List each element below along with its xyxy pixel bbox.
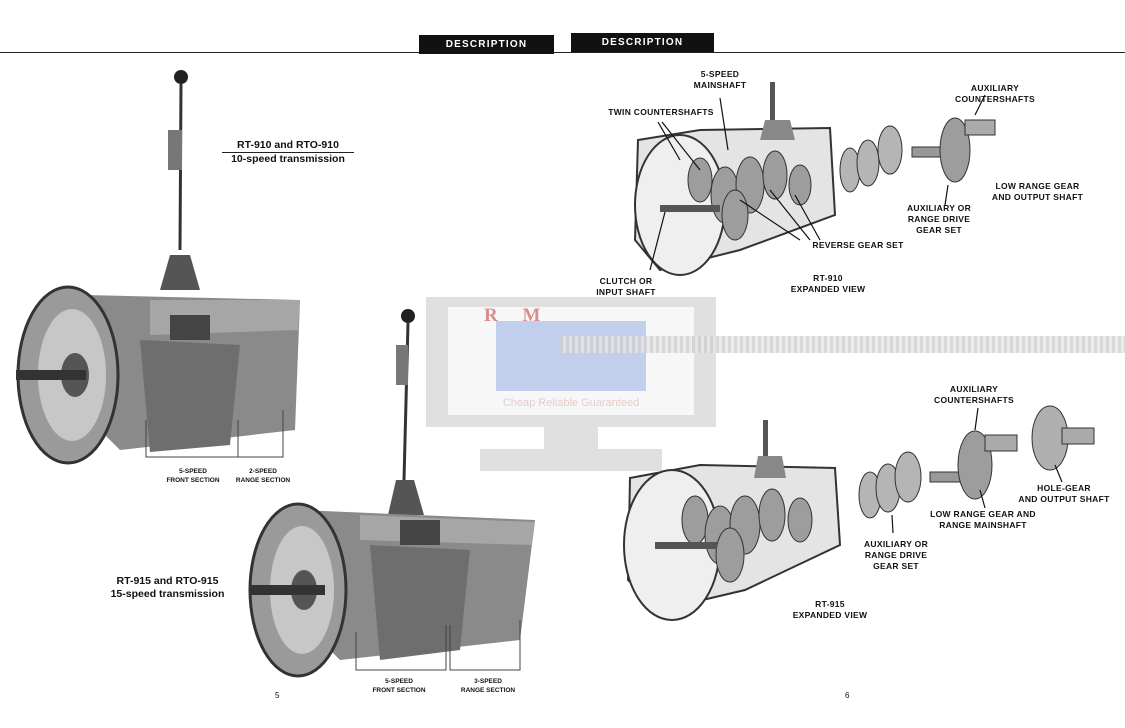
description-tab-right: DESCRIPTION — [571, 33, 714, 52]
page-number-left: 5 — [275, 691, 280, 700]
rt-910-model: RT-910 and RTO-910 — [222, 139, 354, 153]
rt-915-desc: 15-speed transmission — [110, 588, 225, 600]
rt-910-transmission-illustration — [16, 70, 300, 465]
description-tab-left: DESCRIPTION — [419, 35, 554, 54]
rt-915-exploded-illustration — [623, 405, 1095, 621]
rt-915-model: RT-915 and RTO-915 — [116, 575, 219, 587]
rt-915-transmission-illustration — [248, 309, 535, 678]
top-section-brackets — [145, 410, 284, 458]
header-rule — [0, 52, 1125, 53]
watermark: R M Cheap Reliable Guaranteed — [426, 297, 716, 473]
watermark-tagline: Cheap Reliable Guaranteed — [502, 397, 640, 409]
rt-915-caption: RT-915 and RTO-915 15-speed transmission — [100, 575, 235, 601]
rt-910-caption: RT-910 and RTO-910 10-speed transmission — [222, 139, 354, 166]
twin-countershafts-label: TWIN COUNTERSHAFTS — [608, 107, 714, 117]
page-number-right: 6 — [845, 691, 850, 700]
auxiliary-countershafts-label-top: AUXILIARY COUNTERSHAFTS — [955, 83, 1035, 104]
watermark-brand: R M — [484, 305, 551, 326]
watermark-stand — [480, 449, 662, 471]
watermark-stripe — [560, 336, 1125, 353]
rt-910-desc: 10-speed transmission — [231, 153, 345, 165]
rt-910-exploded-illustration — [633, 82, 996, 276]
watermark-logo-icon — [496, 321, 646, 391]
watermark-neck — [544, 427, 598, 449]
reverse-gear-set-label: REVERSE GEAR SET — [812, 240, 904, 250]
